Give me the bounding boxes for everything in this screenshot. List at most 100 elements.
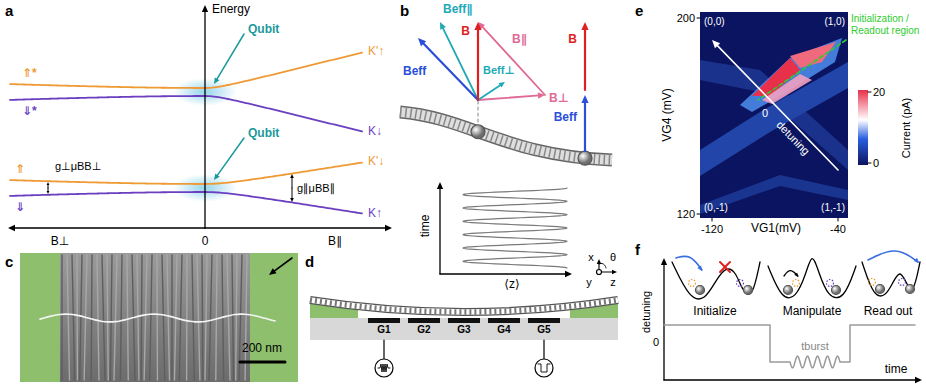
- region-line: [758, 40, 846, 100]
- gate-electrode: [528, 318, 560, 323]
- sem-texture: [197, 255, 200, 380]
- detuning-arrow-head: [712, 40, 720, 48]
- gate-label: G2: [417, 324, 430, 336]
- sem-texture: [186, 255, 188, 380]
- sem-texture: [209, 255, 212, 380]
- panel-letter: a: [5, 2, 13, 19]
- arrowhead: [697, 266, 702, 271]
- potential: [672, 262, 760, 299]
- sem-texture: [110, 255, 112, 380]
- eff-field-head: [581, 95, 588, 103]
- splitting-arrow: [292, 177, 293, 188]
- qubit-pointer: [216, 34, 244, 80]
- sem-texture: [205, 255, 207, 380]
- energy-branch: [10, 192, 362, 213]
- qubit-label: Qubit: [248, 23, 279, 37]
- state-label: K'↑: [368, 45, 384, 59]
- axis-label: Energy: [212, 3, 250, 17]
- sem-texture: [150, 255, 152, 380]
- energy-branch: [10, 96, 362, 131]
- axis-label: z: [610, 276, 616, 289]
- sem-texture: [201, 255, 203, 380]
- current-feature: [700, 175, 848, 214]
- axis-label: 0: [202, 235, 209, 249]
- field-component: [478, 95, 539, 100]
- axis-label: time: [419, 215, 433, 238]
- field-axis: [14, 227, 205, 228]
- field-head: [581, 22, 588, 30]
- electron: [696, 286, 705, 295]
- spin-flip-arrow: [784, 271, 798, 276]
- detuning-axis: [663, 264, 664, 380]
- field-label: B∥: [512, 33, 527, 47]
- splitting-label: g⊥μBB⊥: [55, 160, 101, 173]
- splitting-arrow-head: [47, 182, 50, 185]
- sem-texture: [167, 255, 170, 380]
- state-label: K↑: [368, 207, 382, 221]
- current-map: [700, 12, 848, 218]
- charge-state-label: (0,0): [704, 16, 725, 28]
- burst-label: tburst: [801, 340, 829, 353]
- field-label: B: [568, 33, 577, 47]
- tick-label: -120: [701, 223, 723, 236]
- tick: [838, 218, 839, 221]
- time-axis-head: [437, 182, 443, 189]
- arrowhead: [794, 273, 798, 277]
- field-axis-head: [385, 225, 392, 231]
- burst-symbol: [378, 364, 390, 372]
- axis-label: detuning: [640, 291, 653, 333]
- nanotube: [310, 300, 618, 312]
- electron: [784, 286, 793, 295]
- field-head: [474, 22, 481, 30]
- position-axis: [440, 273, 566, 274]
- field: [584, 28, 586, 90]
- wire: [383, 340, 384, 359]
- eff-field: [584, 101, 586, 151]
- sem-texture: [179, 255, 182, 380]
- eff-field: [422, 43, 478, 100]
- substrate: [310, 318, 618, 340]
- pointer-arrow: [274, 258, 292, 272]
- sem-texture: [120, 255, 122, 380]
- field-label: Beff⊥: [483, 64, 514, 77]
- potential: [862, 262, 920, 296]
- eff-field-component-head: [499, 82, 505, 88]
- energy-branch: [10, 53, 362, 88]
- panel-letter: b: [400, 2, 409, 19]
- panel-letter: e: [635, 2, 643, 19]
- tick-label: 20: [873, 86, 885, 99]
- gate-electrode: [448, 318, 480, 323]
- electron: [832, 286, 841, 295]
- energy-axis: [204, 11, 205, 228]
- sem-image: [20, 253, 298, 382]
- spin-state: [793, 280, 800, 287]
- electron: [876, 285, 885, 294]
- field-axis-head: [8, 225, 15, 231]
- sem-texture: [80, 255, 82, 380]
- coordinate-axis-head: [612, 270, 617, 275]
- field-label: Beff∥: [443, 3, 472, 17]
- tick: [868, 163, 871, 164]
- blocked-mark: [720, 262, 730, 272]
- time-axis-head: [915, 377, 922, 383]
- sem-texture: [97, 255, 99, 380]
- sem-texture: [140, 255, 142, 380]
- current-feature: [740, 38, 842, 112]
- field-component: [482, 26, 545, 95]
- position-axis-head: [565, 271, 572, 277]
- colorbar-label: Current (pA): [900, 98, 913, 159]
- sem-texture: [102, 255, 105, 380]
- suspended-nanotube: [40, 314, 275, 322]
- region-label: Initialization / Readout region: [851, 13, 923, 36]
- panel-letter: c: [5, 253, 13, 270]
- state-label: K'↓: [368, 155, 384, 169]
- pointer-arrow-head: [269, 268, 277, 275]
- current-map: [700, 12, 848, 218]
- nanotube: [310, 300, 618, 312]
- tick-label: 200: [677, 12, 695, 25]
- electron: [744, 286, 753, 295]
- tick-label: -40: [830, 223, 846, 236]
- voltage-source: [375, 359, 393, 377]
- sem-texture: [114, 255, 117, 380]
